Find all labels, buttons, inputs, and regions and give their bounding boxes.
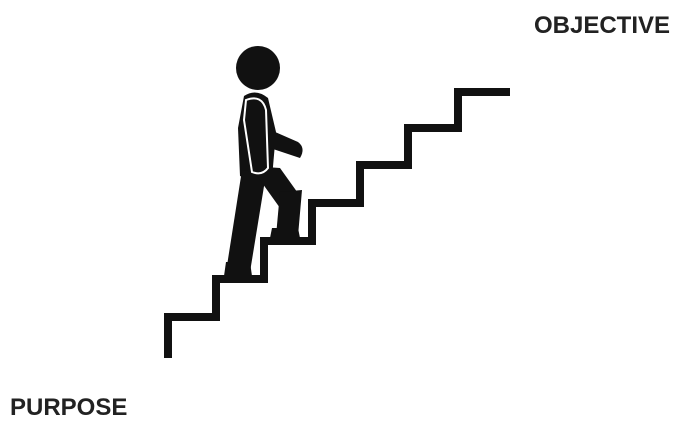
person-back-foot [224,262,252,276]
staircase-icon [168,92,510,358]
person-head [236,46,280,90]
person-front-foot [270,228,300,238]
objective-label: OBJECTIVE [534,14,670,38]
purpose-label: PURPOSE [10,396,127,420]
